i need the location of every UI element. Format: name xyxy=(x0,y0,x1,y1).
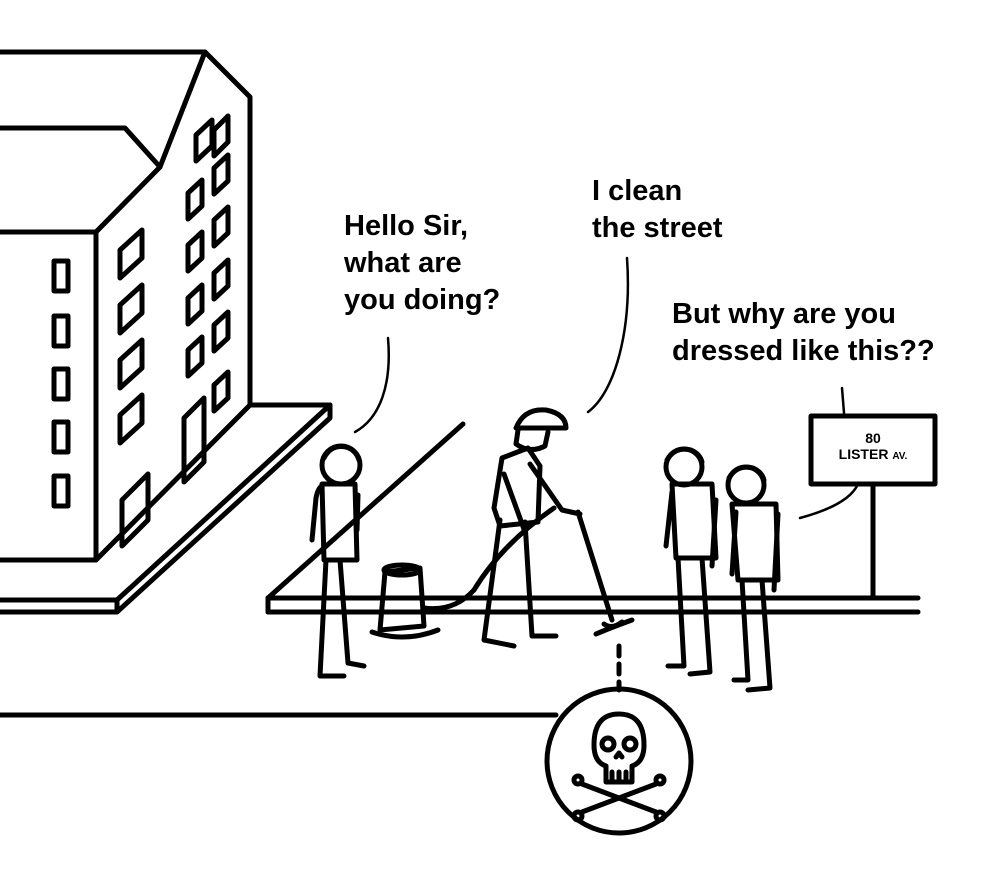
speech-line: the street xyxy=(592,212,723,244)
speech-tail-passerby xyxy=(353,336,390,434)
vacuum-canister xyxy=(369,562,477,640)
speech-line: But why are you xyxy=(672,298,896,330)
speech-bubble-onlookers: But why are you dressed like this?? xyxy=(672,296,935,370)
building-block xyxy=(0,49,333,615)
street-sign-street: LISTER xyxy=(838,446,889,462)
speech-bubble-passerby: Hello Sir, what are you doing? xyxy=(344,208,500,319)
cleaner-figure xyxy=(471,407,635,649)
onlooker-pair-figures xyxy=(663,446,781,693)
sidewalk xyxy=(0,421,921,718)
street-sign-name: LISTER AV. xyxy=(811,446,935,465)
street-sign xyxy=(808,413,938,601)
speech-bubble-cleaner: I clean the street xyxy=(592,173,723,247)
speech-line: dressed like this?? xyxy=(672,335,935,367)
speech-line: Hello Sir, xyxy=(344,210,469,242)
speech-line: I clean xyxy=(592,175,683,207)
street-sign-number: 80 xyxy=(865,430,881,446)
speech-line: you doing? xyxy=(344,284,501,316)
speech-line: what are xyxy=(344,247,462,279)
speech-tail-cleaner xyxy=(586,256,630,414)
speech-tail-pair xyxy=(798,386,860,520)
skull-and-crossbones-icon xyxy=(571,711,667,823)
street-sign-suffix: AV. xyxy=(892,451,908,462)
hazard-badge xyxy=(544,686,694,836)
passerby-left-figure xyxy=(309,443,367,679)
